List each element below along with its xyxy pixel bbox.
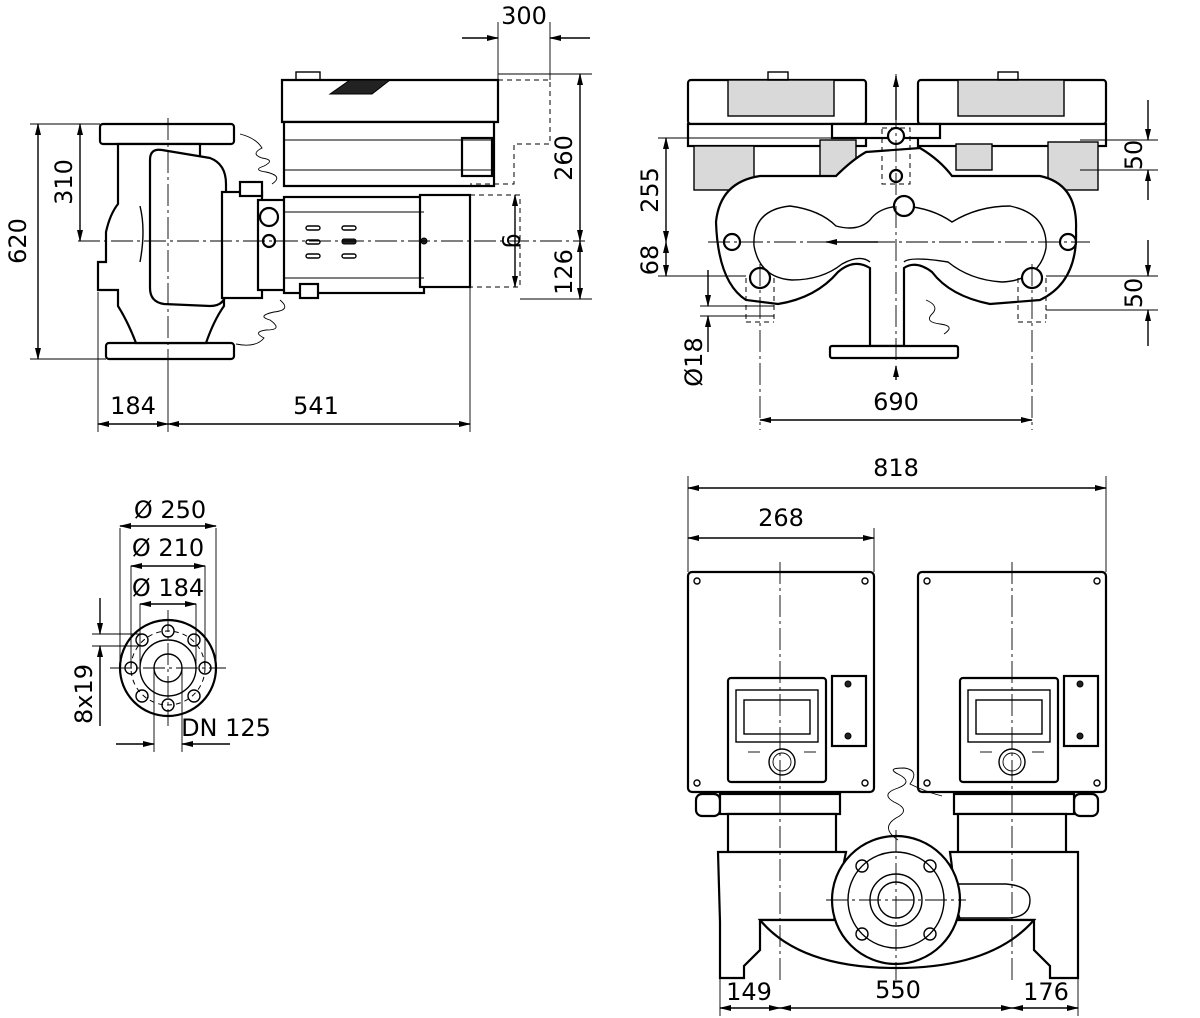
- top-view: 818 268 149 550 176: [686, 454, 1108, 1016]
- dim-50-top: 50: [1120, 140, 1148, 171]
- dim-d184: Ø 184: [132, 574, 204, 602]
- bottom-cable: [235, 299, 286, 346]
- top-left-module: [686, 570, 876, 794]
- side-view: 300 620 310 260 126 g 184 541: [4, 2, 592, 432]
- dim-8x19: 8x19: [70, 664, 98, 724]
- dim-541: 541: [293, 392, 339, 420]
- dim-d18: Ø18: [680, 337, 708, 386]
- dim-620: 620: [4, 218, 32, 264]
- dim-g: g: [501, 233, 529, 248]
- electronics-module: [280, 71, 500, 188]
- pump-housing: [96, 122, 236, 361]
- front-electronics-modules: [686, 71, 1108, 191]
- dim-126: 126: [550, 249, 578, 295]
- motor-unit: [220, 180, 472, 300]
- dim-300: 300: [501, 2, 547, 30]
- dim-149: 149: [726, 978, 772, 1006]
- flange-view: Ø 250 Ø 210 Ø 184 8x19 DN 125: [70, 496, 271, 752]
- dim-d250: Ø 250: [134, 496, 206, 524]
- dim-255: 255: [636, 167, 664, 213]
- front-view: 255 68 50 50 Ø18 690: [636, 71, 1158, 430]
- dim-68: 68: [636, 245, 664, 276]
- dim-690: 690: [873, 388, 919, 416]
- dim-818: 818: [873, 454, 919, 482]
- dim-260: 260: [550, 135, 578, 181]
- dim-184: 184: [110, 392, 156, 420]
- dim-176: 176: [1023, 978, 1069, 1006]
- top-cable: [239, 133, 278, 185]
- dim-550: 550: [875, 976, 921, 1004]
- dim-268: 268: [758, 504, 804, 532]
- dim-50-bottom: 50: [1120, 278, 1148, 309]
- dim-d210: Ø 210: [132, 534, 204, 562]
- dim-dn125: DN 125: [181, 714, 271, 742]
- dim-310: 310: [50, 159, 78, 205]
